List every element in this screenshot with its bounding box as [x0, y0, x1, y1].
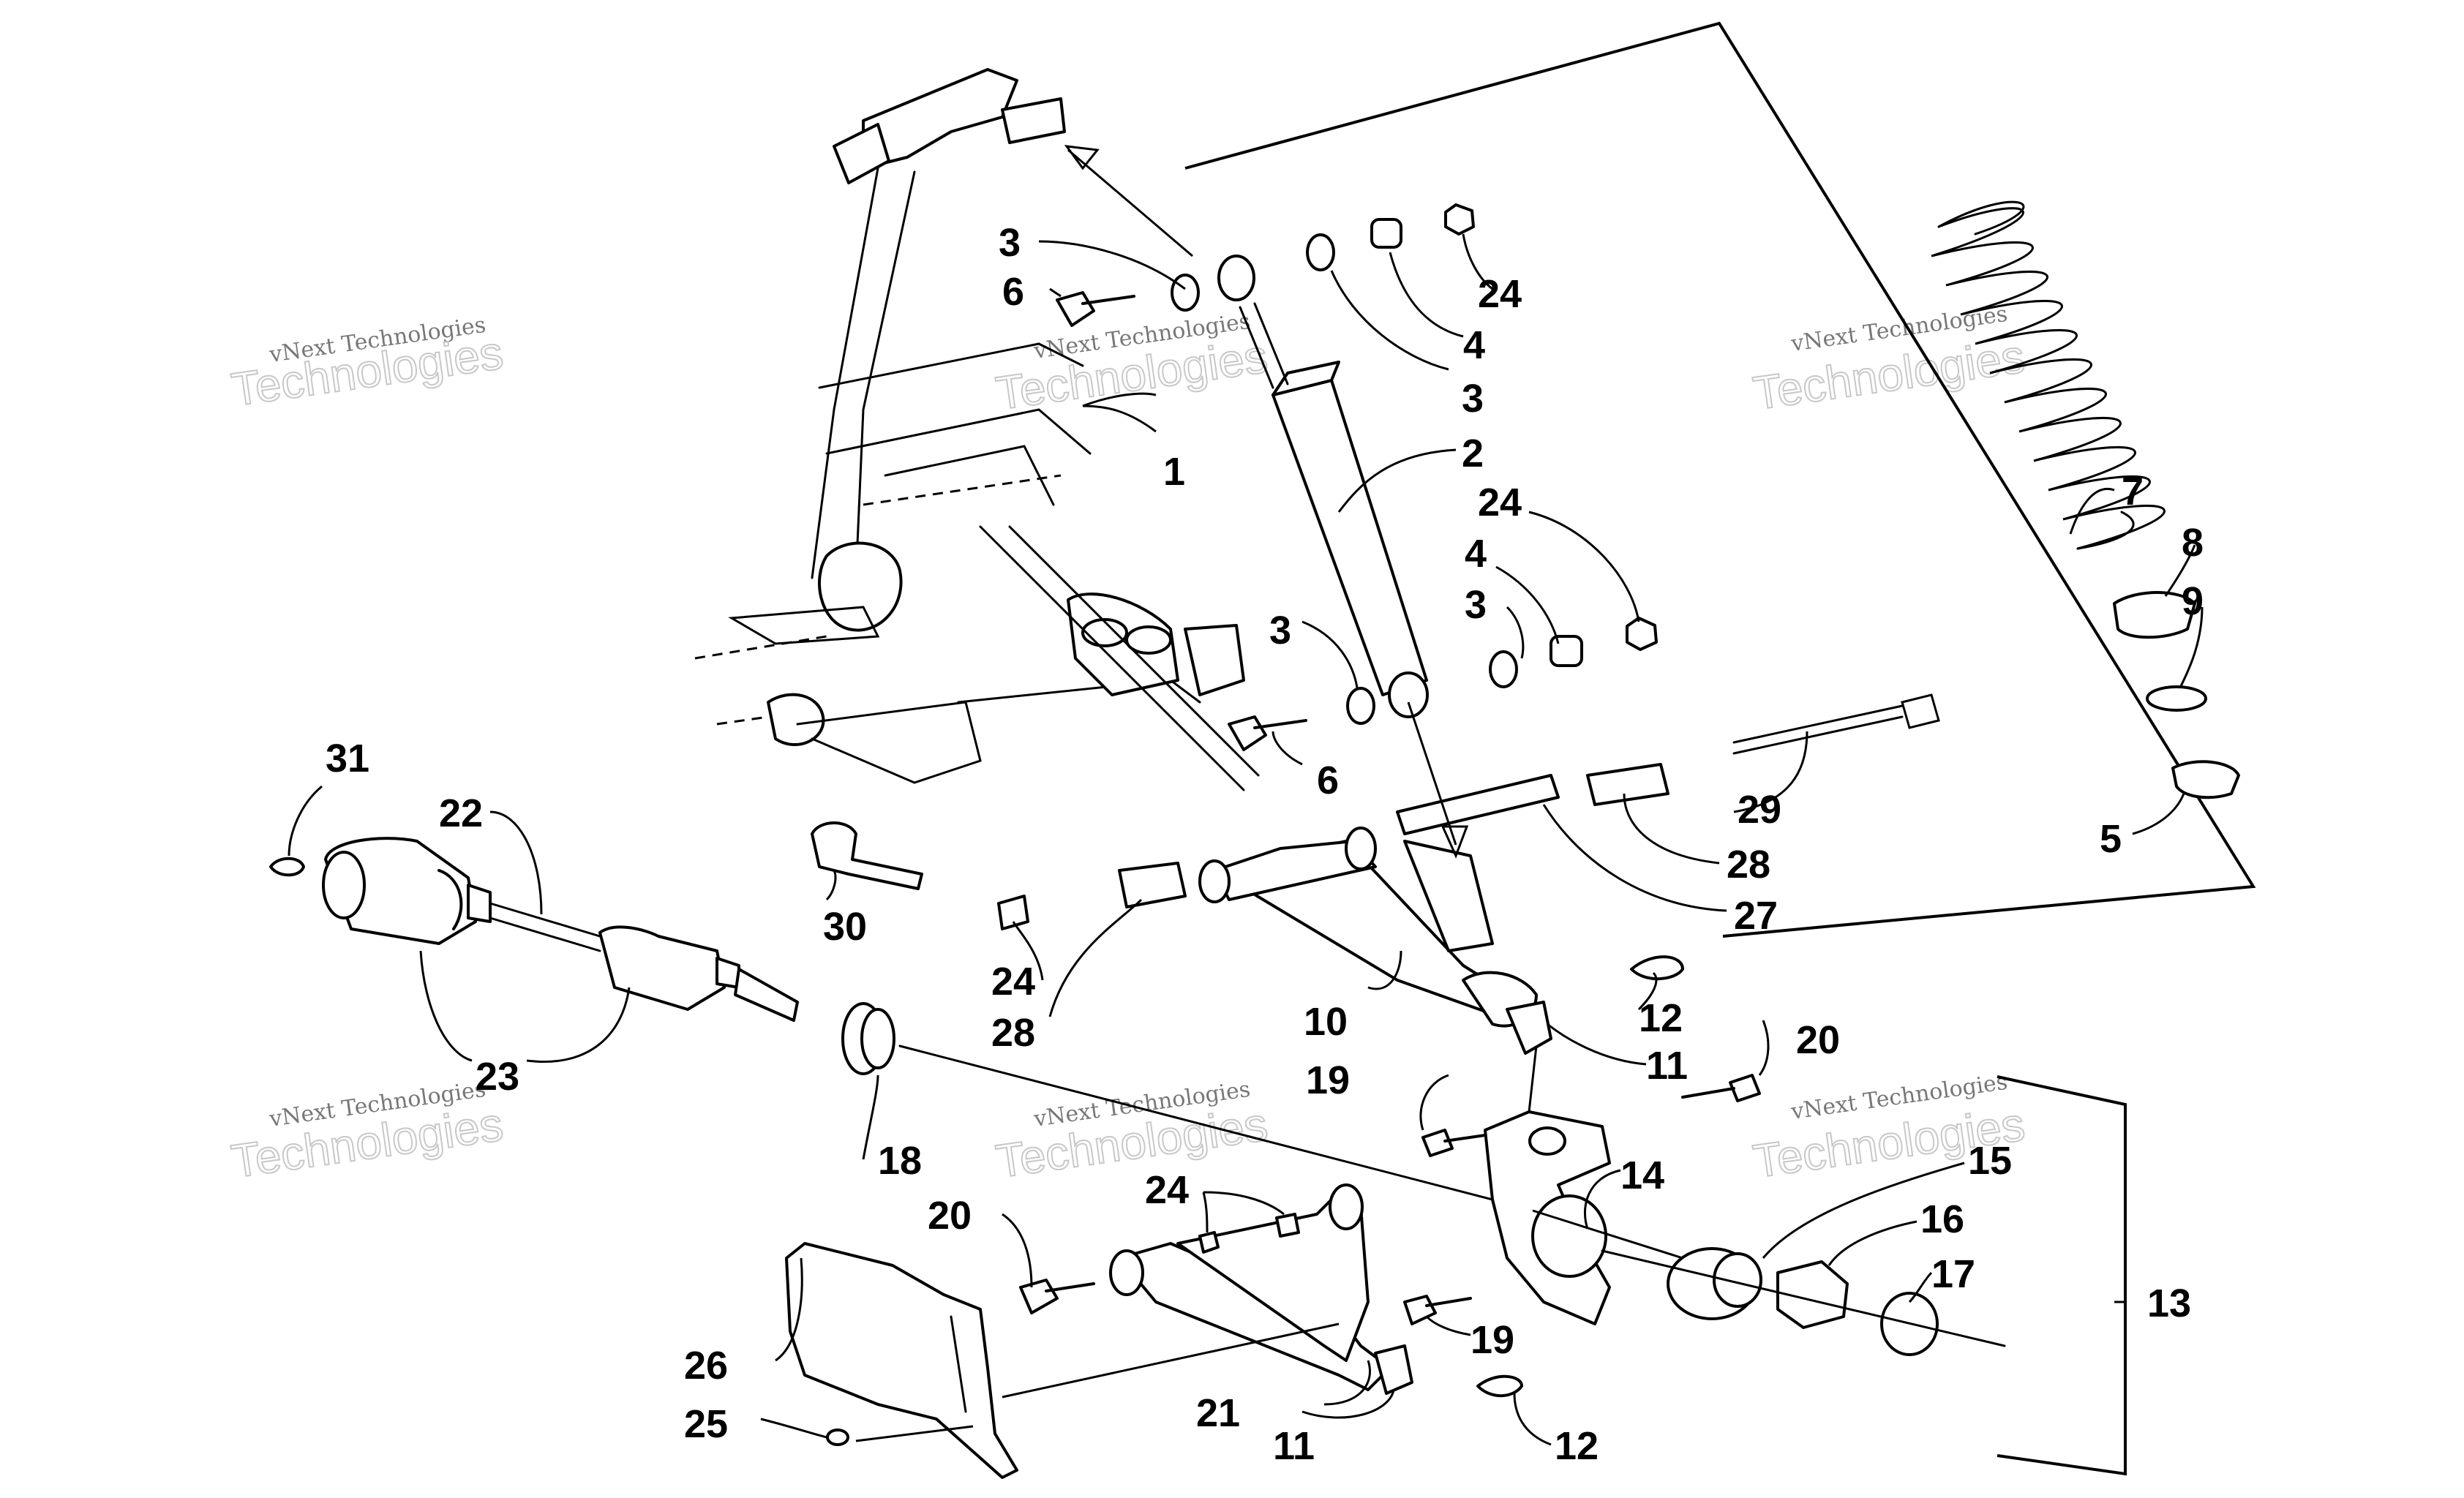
steering-knuckle [1484, 1110, 1611, 1325]
callout-11: 11 [1646, 1044, 1688, 1088]
callout-22: 22 [439, 791, 483, 835]
callout-6: 6 [1002, 270, 1024, 314]
callout-3: 3 [1465, 583, 1487, 627]
callout-23: 23 [476, 1055, 519, 1099]
upper-ball-joint-11 [1506, 1001, 1552, 1055]
callout-28: 28 [1727, 843, 1770, 887]
callout-29: 29 [1738, 788, 1781, 832]
callout-28: 28 [991, 1011, 1035, 1055]
callout-15: 15 [1968, 1139, 2012, 1183]
callout-12: 12 [1639, 996, 1683, 1040]
knuckle-bolt-20 [1681, 1074, 1761, 1102]
callout-24: 24 [991, 960, 1035, 1004]
callout-24: 24 [1478, 481, 1522, 524]
callout-16: 16 [1920, 1197, 1964, 1241]
upper-shock-bushing-3-rear [1306, 233, 1335, 271]
axle-axis-line [898, 1045, 1494, 1201]
lower-shock-bushing-3 [1346, 687, 1375, 725]
upper-arm-bushing-28-front [1118, 862, 1187, 908]
lower-shock-nut-24 [1626, 617, 1658, 651]
callout-24: 24 [1145, 1168, 1189, 1212]
lower-arm-nut-24-b [1275, 1213, 1300, 1238]
skid-guard-26 [785, 1242, 1018, 1479]
upper-arm-pivot-bolt-29 [1732, 693, 1940, 755]
lower-shock-sleeve-4 [1550, 635, 1583, 667]
upper-shock-sleeve-4 [1370, 218, 1402, 249]
axle-ring-31 [269, 857, 305, 877]
callout-11: 11 [1273, 1424, 1315, 1468]
callout-25: 25 [684, 1402, 728, 1446]
lower-arm-nut-24-a [1198, 1231, 1220, 1254]
callout-21: 21 [1196, 1391, 1240, 1435]
callout-3: 3 [999, 221, 1021, 265]
callout-17: 17 [1931, 1252, 1975, 1296]
spring-seat-8 [2113, 591, 2196, 639]
callout-10: 10 [1304, 1000, 1348, 1044]
skid-guard-washer-25 [826, 1429, 849, 1446]
leader-lines [288, 145, 2204, 1446]
shock-absorber [1217, 255, 1429, 718]
upper-shock-nut-24 [1444, 203, 1475, 236]
callout-8: 8 [2182, 521, 2204, 565]
callout-4: 4 [1465, 532, 1487, 576]
callout-9: 9 [2182, 579, 2204, 623]
watermark-bottom-left: vNext Technologies Technologies [228, 1077, 507, 1189]
upper-a-arm [1198, 827, 1538, 1028]
bearing-snap-ring-16 [1776, 1260, 1849, 1329]
upper-cotter-pin-12 [1630, 955, 1684, 981]
spring-washer-9 [2146, 685, 2207, 712]
lower-ball-joint-bolt-19 [1403, 1295, 1472, 1325]
callout-4: 4 [1463, 323, 1485, 367]
axle-seal-18 [841, 1002, 895, 1075]
callout-3: 3 [1269, 609, 1291, 652]
knuckle-bolt-19 [1421, 1129, 1487, 1157]
callout-3: 3 [1462, 377, 1484, 421]
callout-5: 5 [2100, 817, 2122, 861]
hub-axis-line [1601, 1249, 2006, 1347]
callout-19: 19 [1306, 1058, 1350, 1102]
upper-arm-bushing-28-rear [1586, 763, 1669, 806]
upper-shock-bolt-6 [1056, 291, 1135, 327]
hub-bearing-group-bracket [1997, 1075, 2127, 1476]
lower-cotter-pin-12 [1476, 1374, 1523, 1398]
upper-shock-bushing-3 [1171, 274, 1200, 312]
watermark-top-left: vNext Technologies Technologies [228, 312, 507, 417]
callout-19: 19 [1470, 1318, 1514, 1362]
upper-arm-pivot-tube-27 [1396, 774, 1560, 835]
lower-arm-bolt-20 [1019, 1279, 1095, 1314]
upper-arm-cap-24 [997, 895, 1029, 930]
drive-axle [322, 837, 799, 1022]
coil-spring [1931, 200, 2166, 550]
callout-labels: 1 2 3 3 3 3 4 4 5 6 6 7 8 9 10 11 11 12 … [326, 221, 2204, 1468]
callout-27: 27 [1734, 894, 1778, 938]
callout-6: 6 [1317, 759, 1339, 802]
callout-18: 18 [878, 1139, 922, 1183]
lower-shock-bushing-3-rear [1489, 650, 1518, 688]
callout-30: 30 [823, 905, 867, 949]
lower-ball-joint-11 [1374, 1344, 1413, 1395]
watermark-top-center: vNext Technologies Technologies [992, 309, 1272, 421]
lower-a-arm [1109, 1183, 1391, 1391]
callout-2: 2 [1462, 432, 1484, 475]
shock-spring-group-frame [1184, 21, 2256, 938]
callout-14: 14 [1620, 1153, 1664, 1197]
callout-13: 13 [2147, 1281, 2191, 1325]
callout-20: 20 [1796, 1018, 1840, 1062]
lower-shock-bolt-6 [1228, 715, 1307, 751]
callout-26: 26 [684, 1344, 728, 1388]
wheel-bearing-15 [1667, 1247, 1762, 1320]
callout-20: 20 [928, 1194, 972, 1238]
callout-31: 31 [326, 737, 369, 780]
axle-bolt-30 [811, 821, 923, 890]
spring-retainer-5 [2171, 760, 2240, 799]
watermark-top-right: vNext Technologies Technologies [1749, 301, 2029, 421]
callout-7: 7 [2122, 470, 2144, 513]
chassis-frame [694, 68, 1260, 791]
callout-12: 12 [1555, 1424, 1599, 1468]
callout-24: 24 [1478, 272, 1522, 316]
callout-1: 1 [1163, 450, 1185, 494]
